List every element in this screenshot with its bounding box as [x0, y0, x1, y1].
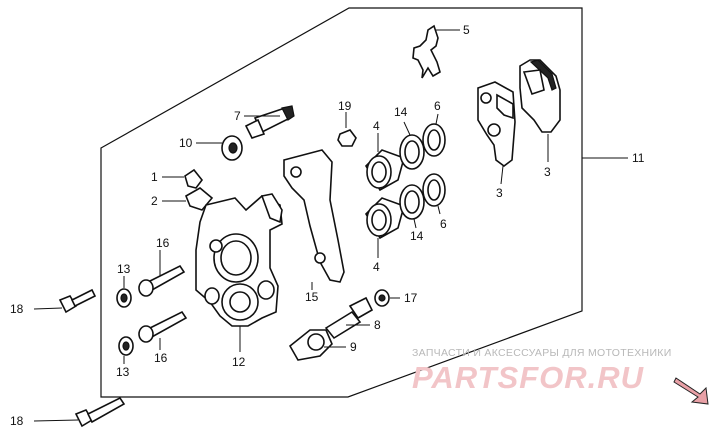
part-17-washer — [374, 289, 400, 307]
watermark-logo: PARTSFOR.RU — [412, 360, 645, 395]
part-18-bolt-lower — [33, 396, 126, 428]
label-2: 2 — [151, 194, 158, 208]
label-9: 9 — [350, 340, 357, 354]
label-5: 5 — [463, 23, 470, 37]
label-10: 10 — [179, 136, 193, 150]
callout-labels: 5 6 14 19 7 10 4 11 3 3 1 2 6 14 16 4 13… — [10, 23, 645, 428]
part-3-brake-pad — [519, 59, 561, 162]
part-19-cap — [337, 112, 357, 147]
label-18-lower: 18 — [10, 414, 24, 428]
label-3-left: 3 — [496, 186, 503, 200]
part-4-piston-lower — [364, 197, 405, 258]
part-13-boot-upper — [116, 276, 132, 308]
part-2-bleeder-cap — [162, 187, 214, 211]
part-14-seal-upper — [399, 121, 425, 170]
part-6-dust-seal-lower — [422, 173, 446, 215]
part-16-pin-upper — [138, 250, 186, 297]
label-14-lower: 14 — [410, 229, 424, 243]
part-3-pad-shim — [477, 81, 516, 185]
label-14-upper: 14 — [394, 105, 408, 119]
label-12: 12 — [232, 355, 246, 369]
watermark: ЗАПЧАСТИ И АКСЕССУАРЫ ДЛЯ МОТОТЕХНИКИ PA… — [412, 347, 709, 405]
part-13-boot-lower — [118, 336, 134, 364]
watermark-arrow-icon — [673, 377, 709, 405]
label-18-upper: 18 — [10, 302, 24, 316]
label-8: 8 — [374, 318, 381, 332]
part-4-piston-upper — [364, 133, 405, 192]
label-13-upper: 13 — [117, 262, 131, 276]
label-17: 17 — [404, 291, 418, 305]
part-9-banjo-fitting — [288, 329, 346, 361]
part-15-bracket — [283, 149, 345, 290]
part-5-pad-spring — [412, 24, 460, 79]
label-16-upper: 16 — [156, 236, 170, 250]
part-1-bleeder — [162, 168, 204, 189]
assembly-frame — [100, 7, 583, 398]
label-6-upper: 6 — [434, 99, 441, 113]
label-15: 15 — [305, 290, 319, 304]
label-16-lower: 16 — [154, 351, 168, 365]
part-6-dust-seal-upper — [422, 113, 446, 157]
watermark-caption: ЗАПЧАСТИ И АКСЕССУАРЫ ДЛЯ МОТОТЕХНИКИ — [412, 347, 672, 359]
part-12-caliper-body — [195, 193, 283, 352]
part-14-seal-lower — [399, 184, 425, 229]
label-19: 19 — [338, 99, 352, 113]
label-4-lower: 4 — [373, 260, 380, 274]
label-6-lower: 6 — [440, 217, 447, 231]
part-8-banjo-bolt — [324, 296, 374, 340]
label-7: 7 — [234, 109, 241, 123]
part-10-nut — [196, 135, 243, 161]
label-11: 11 — [632, 151, 645, 165]
label-3-right: 3 — [544, 165, 551, 179]
label-1: 1 — [151, 170, 158, 184]
part-16-pin-lower — [138, 310, 188, 350]
label-13-lower: 13 — [116, 365, 130, 379]
part-7-pin-bolt — [244, 105, 295, 139]
label-4-upper: 4 — [373, 119, 380, 133]
part-18-bolt-upper — [33, 288, 97, 314]
